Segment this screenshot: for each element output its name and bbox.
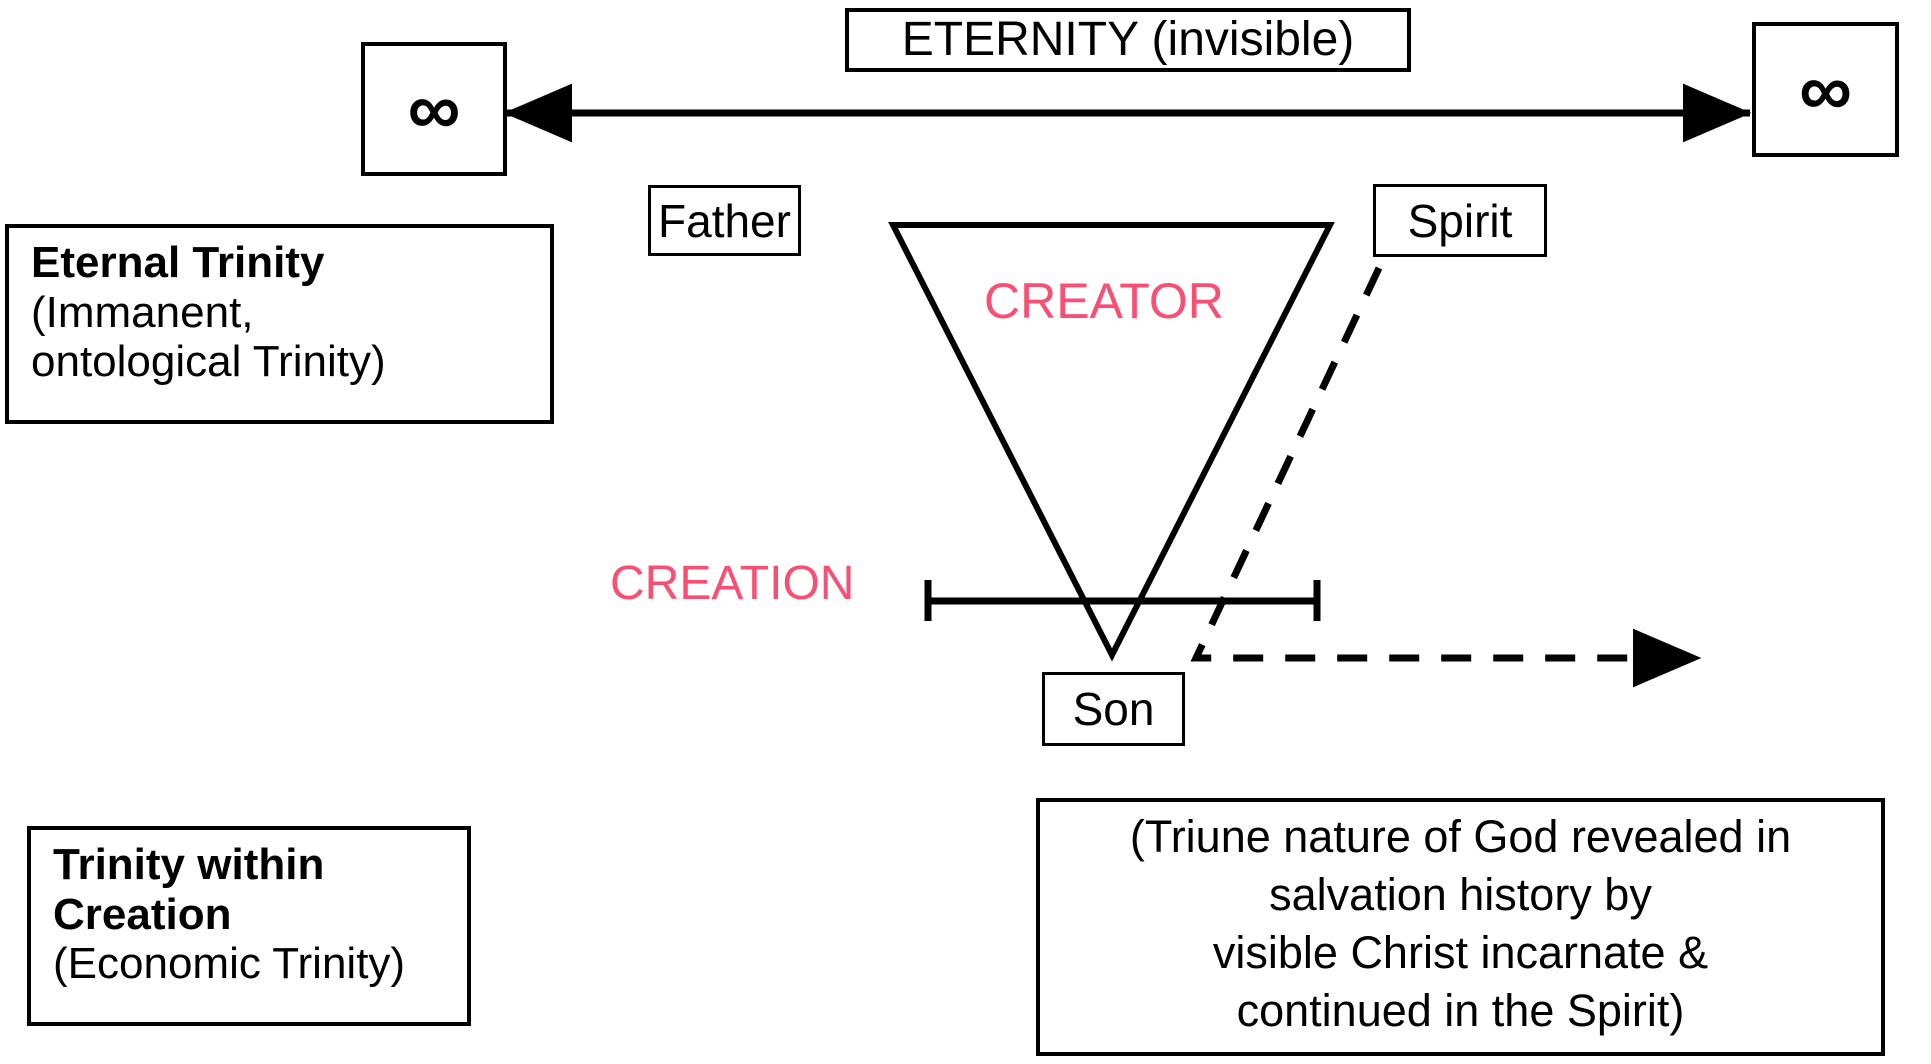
node-son-label: Son [1072,683,1155,735]
panel-eternal-trinity-line-2: (Immanent, [31,287,254,337]
panel-trinity-within-creation-line-1: Trinity within [53,840,325,889]
node-father: Father [648,185,801,256]
panel-trinity-within-creation: Trinity within Creation (Economic Trinit… [27,826,471,1026]
panel-triune-note-line-1: (Triune nature of God revealed in [1129,811,1792,862]
node-son: Son [1042,672,1185,746]
node-spirit-label: Spirit [1407,194,1513,247]
panel-eternal-trinity-line-1: Eternal Trinity [31,238,325,287]
creation-span-line [924,580,1321,621]
panel-trinity-within-creation-line-3: (Economic Trinity) [53,939,406,989]
infinity-icon: ∞ [407,67,461,150]
region-label-creation: CREATION [610,557,855,610]
infinity-box-right: ∞ [1752,22,1899,157]
node-spirit: Spirit [1373,184,1547,257]
infinity-icon: ∞ [1799,47,1852,131]
panel-triune-note-line-2: salvation history by [1269,869,1652,921]
panel-triune-note-line-4: continued in the Spirit) [1236,985,1685,1037]
region-label-creator: CREATOR [984,273,1224,329]
panel-eternal-trinity-line-3: ontological Trinity) [31,337,386,387]
spirit-dashed-path [1190,266,1702,688]
eternity-label-text: ETERNITY (invisible) [901,13,1355,66]
infinity-box-left: ∞ [361,42,507,176]
panel-trinity-within-creation-line-2: Creation [53,889,232,939]
node-father-label: Father [658,194,791,247]
panel-triune-note-line-3: visible Christ incarnate & [1212,927,1709,979]
panel-triune-note: (Triune nature of God revealed in salvat… [1036,798,1885,1056]
panel-eternal-trinity: Eternal Trinity (Immanent, ontological T… [5,224,554,424]
eternity-label-box: ETERNITY (invisible) [845,8,1411,72]
